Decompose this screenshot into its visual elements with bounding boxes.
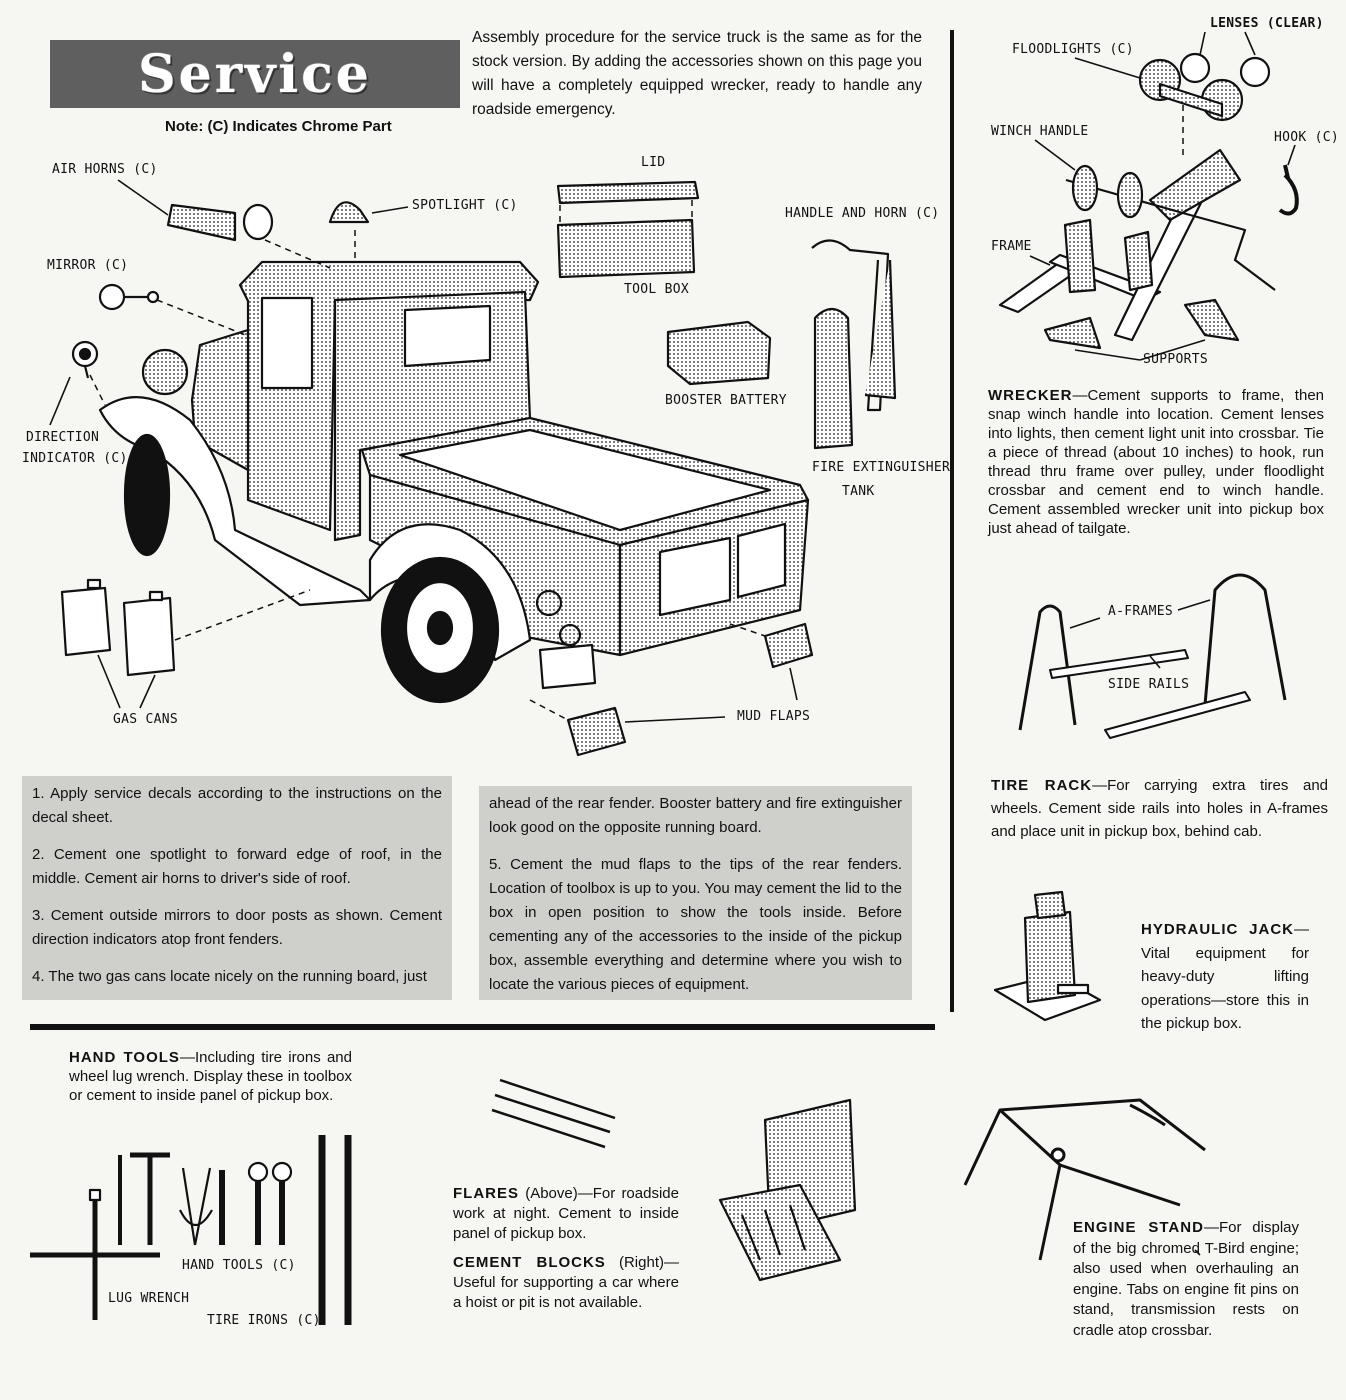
label-fire-extinguisher: FIRE EXTINGUISHER — [812, 460, 951, 475]
label-mud-flaps: MUD FLAPS — [737, 709, 811, 724]
label-frame: FRAME — [991, 239, 1032, 254]
step-1: 1. Apply service decals according to the… — [32, 785, 442, 826]
label-spotlight: SPOTLIGHT (C) — [412, 198, 518, 213]
wrecker-description: WRECKER—Cement supports to frame, then s… — [988, 386, 1324, 538]
label-gas-cans: GAS CANS — [113, 712, 179, 727]
flares-illustration — [491, 1078, 616, 1149]
label-tire-irons: TIRE IRONS (C) — [207, 1313, 321, 1328]
fire-extinguisher-illustration — [811, 239, 897, 450]
label-hook: HOOK (C) — [1274, 130, 1340, 145]
spotlight-illustration — [328, 201, 370, 224]
flares-heading: FLARES — [453, 1185, 519, 1202]
hydraulic-jack-description: HYDRAULIC JACK—Vital equipment for heavy… — [1141, 918, 1309, 1036]
hydraulic-jack-text: —Vital equipment for heavy-duty lifting … — [1141, 921, 1309, 1032]
label-winch-handle: WINCH HANDLE — [991, 124, 1089, 139]
intro-paragraph: Assembly procedure for the service truck… — [472, 29, 922, 118]
step-5: 5. Cement the mud flaps to the tips of t… — [489, 856, 902, 993]
engine-stand-illustration — [963, 1098, 1206, 1261]
cement-blocks-heading: CEMENT BLOCKS — [453, 1254, 606, 1271]
engine-stand-heading: ENGINE STAND — [1073, 1219, 1204, 1236]
section-divider — [30, 1024, 935, 1030]
label-supports: SUPPORTS — [1143, 352, 1209, 367]
label-direction-1: DIRECTION — [26, 430, 100, 445]
step-3: 3. Cement outside mirrors to door posts … — [32, 907, 442, 948]
cement-blocks-illustration — [718, 1098, 857, 1282]
label-handle-horn: HANDLE AND HORN (C) — [785, 206, 940, 221]
step-4-start: 4. The two gas cans locate nicely on the… — [32, 968, 427, 985]
tire-rack-heading: TIRE RACK — [991, 777, 1093, 794]
tire-rack-description: TIRE RACK—For carrying extra tires and w… — [991, 774, 1328, 843]
booster-battery-illustration — [666, 320, 772, 386]
wrecker-text: —Cement supports to frame, then snap win… — [988, 387, 1324, 537]
label-lid: LID — [641, 155, 666, 170]
cement-blocks-description: CEMENT BLOCKS (Right)—Useful for support… — [453, 1253, 679, 1313]
wrecker-heading: WRECKER — [988, 387, 1073, 404]
column-divider — [950, 30, 954, 1012]
label-a-frames: A-FRAMES — [1108, 604, 1174, 619]
hydraulic-jack-heading: HYDRAULIC JACK — [1141, 921, 1294, 938]
instructions-panel-right: ahead of the rear fender. Booster batter… — [479, 786, 912, 1000]
flares-description: FLARES (Above)—For roadside work at nigh… — [453, 1184, 679, 1244]
mud-flap-illustration — [763, 622, 814, 669]
engine-stand-description: ENGINE STAND—For display of the big chro… — [1073, 1218, 1299, 1341]
mirror-illustration — [98, 283, 160, 311]
cement-blocks-text: —Useful for supporting a car where a hoi… — [453, 1254, 679, 1311]
step-2: 2. Cement one spotlight to forward edge … — [32, 846, 442, 887]
chrome-note: Note: (C) Indicates Chrome Part — [165, 118, 392, 135]
label-direction-2: INDICATOR (C) — [22, 451, 128, 466]
label-mirror: MIRROR (C) — [47, 258, 129, 273]
instructions-panel-left: 1. Apply service decals according to the… — [22, 776, 452, 1000]
mud-flap-illustration — [566, 706, 627, 757]
tire-rack-text: —For carrying extra tires and wheels. Ce… — [991, 777, 1328, 840]
step-4-end: ahead of the rear fender. Booster batter… — [489, 795, 902, 836]
hand-tools-illustration — [30, 1135, 352, 1325]
label-tool-box: TOOL BOX — [624, 282, 690, 297]
label-side-rails: SIDE RAILS — [1108, 677, 1190, 692]
label-air-horns: AIR HORNS (C) — [52, 162, 158, 177]
air-horns-illustration — [166, 203, 274, 242]
cement-blocks-sub: (Right) — [605, 1254, 664, 1271]
hydraulic-jack-illustration — [993, 890, 1102, 1022]
hand-tools-text: —Including tire irons and wheel lug wren… — [69, 1049, 352, 1104]
label-floodlights: FLOODLIGHTS (C) — [1012, 42, 1134, 57]
label-lug-wrench: LUG WRENCH — [108, 1291, 190, 1306]
wrecker-illustration — [998, 52, 1299, 350]
pickup-truck-illustration — [98, 260, 810, 704]
tire-rack-illustration — [1018, 573, 1287, 739]
flares-sub: (Above) — [519, 1185, 578, 1202]
label-fire-tank: TANK — [842, 484, 875, 499]
page-title-banner: Service — [50, 40, 460, 108]
engine-stand-text: —For display of the big chromed T-Bird e… — [1073, 1219, 1299, 1339]
hand-tools-description: HAND TOOLS—Including tire irons and whee… — [69, 1048, 352, 1105]
direction-indicator-illustration — [71, 340, 99, 379]
label-booster-battery: BOOSTER BATTERY — [665, 393, 787, 408]
hand-tools-heading: HAND TOOLS — [69, 1049, 180, 1066]
tool-box-illustration — [556, 180, 700, 279]
label-hand-tools: HAND TOOLS (C) — [182, 1258, 296, 1273]
gas-cans-illustration — [60, 578, 176, 677]
mud-flap-illustration — [538, 643, 597, 690]
flares-text: —For roadside work at night. Cement to i… — [453, 1185, 679, 1242]
page-title: Service — [138, 43, 372, 105]
label-lenses: LENSES (CLEAR) — [1210, 16, 1324, 31]
